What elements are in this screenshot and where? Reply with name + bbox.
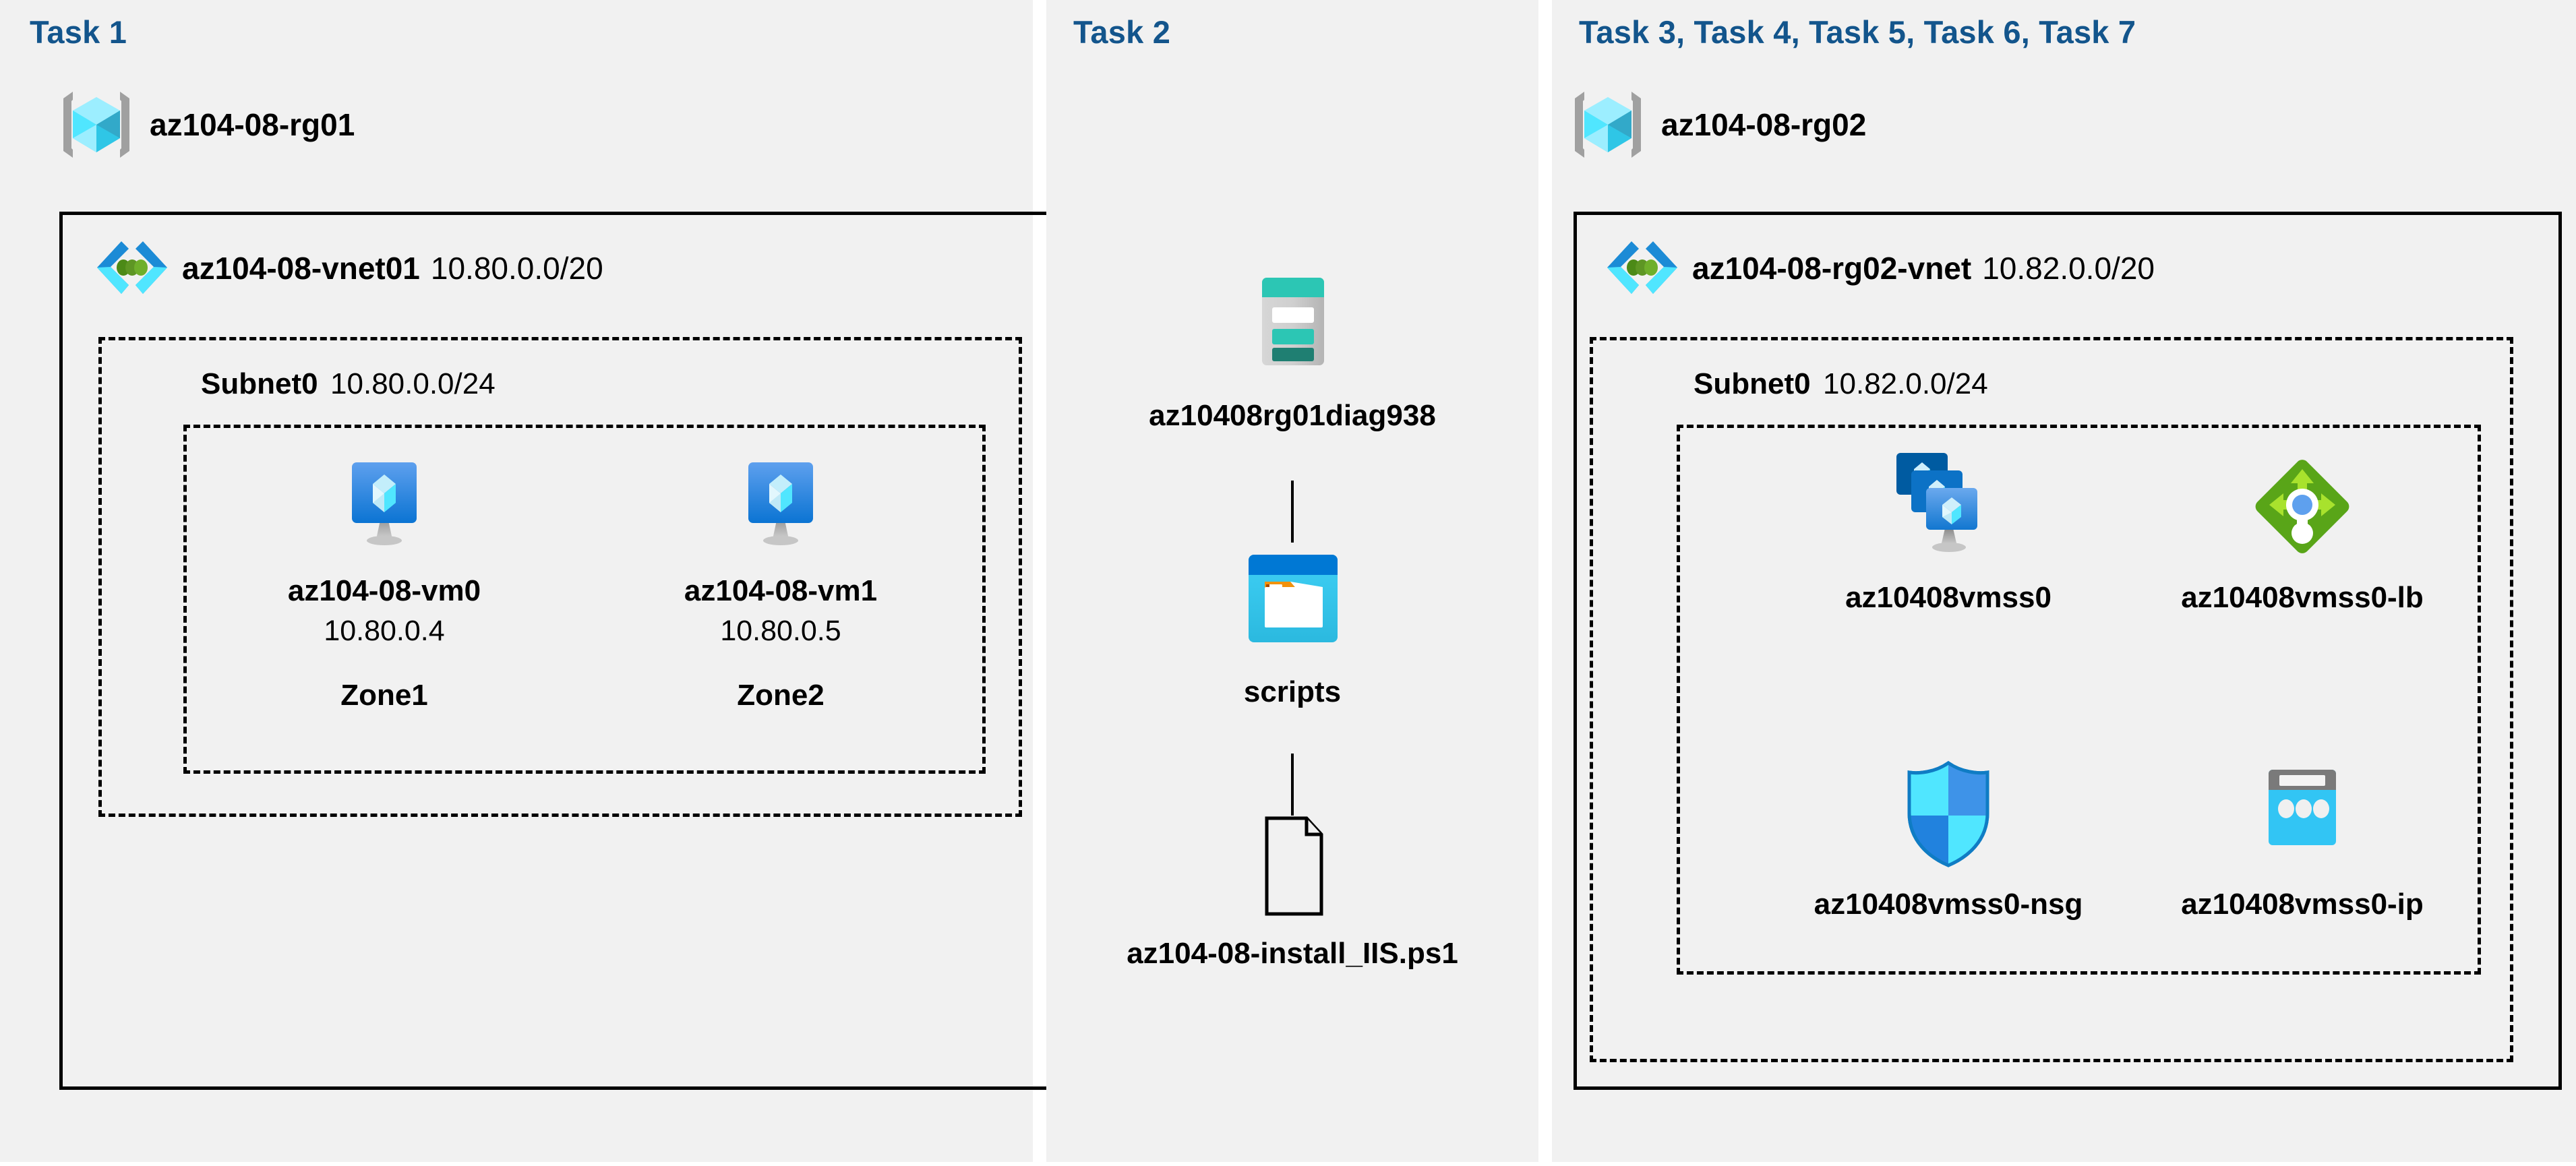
node-label: az10408vmss0-nsg [1814, 888, 2083, 921]
node-label: az10408vmss0-lb [2181, 581, 2424, 614]
vnet-cidr: 10.80.0.0/20 [430, 251, 603, 286]
load-balancer-icon [2238, 445, 2366, 566]
task-label-1: Task 1 [30, 14, 127, 50]
virtual-network-icon [94, 236, 170, 301]
storage-account-icon [1232, 263, 1353, 384]
subnet-header-subnet0-rg02-vnet: Subnet0 10.82.0.0/24 [1694, 367, 1988, 401]
resource-group-box [1677, 425, 2481, 975]
subnet-box-subnet0-rg02-vnet [1590, 337, 2513, 1062]
subnet-cidr: 10.80.0.0/24 [330, 367, 496, 400]
subnet-cidr: 10.82.0.0/24 [1823, 367, 1988, 400]
node-label: az104-08-vm0 [287, 574, 481, 607]
resource-group-name: az104-08-rg02 [1661, 107, 1867, 142]
resource-group-icon [53, 88, 140, 162]
node-az10408vmss0-ip[interactable]: az10408vmss0-ip [2144, 755, 2461, 921]
vm-scale-set-icon [1884, 445, 2012, 566]
node-label: scripts [1243, 675, 1342, 708]
resource-group-header-rg02: az104-08-rg02 [1564, 88, 1866, 162]
subnet-name: Subnet0 [201, 367, 318, 400]
virtual-machine-icon [330, 452, 438, 559]
subnet-name: Subnet0 [1694, 367, 1811, 400]
blob-container-icon [1234, 543, 1352, 661]
panel-task3-7 [1552, 0, 2576, 1162]
connector-storage-to-scripts [1291, 481, 1294, 543]
virtual-network-icon [1605, 236, 1680, 301]
subnet-header-subnet0-vnet01: Subnet0 10.80.0.0/24 [201, 367, 496, 401]
node-az10408vmss0[interactable]: az10408vmss0 [1790, 445, 2107, 615]
network-security-group-icon [1888, 755, 2009, 873]
connector-scripts-to-file [1291, 754, 1294, 816]
resource-group-name: az104-08-rg01 [150, 107, 355, 142]
vm-group-box [183, 425, 986, 774]
task-label-2: Task 2 [1073, 14, 1171, 50]
node-az104-08-vm1[interactable]: az104-08-vm1 10.80.0.5 Zone2 [684, 452, 878, 712]
subnet-box-subnet0-vnet01 [98, 337, 1022, 817]
vnet-header-vnet01: az104-08-vnet01 10.80.0.0/20 [94, 236, 603, 301]
panel-task1 [0, 0, 1033, 1162]
node-zone: Zone1 [340, 679, 428, 712]
node-ip: 10.80.0.4 [324, 615, 445, 647]
resource-group-header-rg01: az104-08-rg01 [53, 88, 355, 162]
node-zone: Zone2 [737, 679, 825, 712]
node-az10408vmss0-nsg[interactable]: az10408vmss0-nsg [1790, 755, 2107, 921]
vnet-name: az104-08-rg02-vnet [1692, 251, 1972, 286]
node-label: az104-08-install_IIS.ps1 [1127, 937, 1458, 970]
task-label-3-7: Task 3, Task 4, Task 5, Task 6, Task 7 [1579, 14, 2136, 50]
node-az10408vmss0-lb[interactable]: az10408vmss0-lb [2144, 445, 2461, 615]
node-label: az104-08-vm1 [684, 574, 878, 607]
node-az104-08-vm0[interactable]: az104-08-vm0 10.80.0.4 Zone1 [287, 452, 481, 712]
node-label: az10408vmss0-ip [2181, 888, 2424, 921]
node-ip: 10.80.0.5 [720, 615, 841, 647]
resource-group-icon [1564, 88, 1652, 162]
node-az10408rg01diag938[interactable]: az10408rg01diag938 [1120, 263, 1464, 433]
public-ip-address-icon [2242, 755, 2363, 873]
node-label: az10408rg01diag938 [1149, 399, 1436, 432]
virtual-machine-icon [727, 452, 835, 559]
node-az104-08-install-iis-ps1[interactable]: az104-08-install_IIS.ps1 [1114, 814, 1471, 971]
vnet-cidr: 10.82.0.0/20 [1982, 251, 2155, 286]
vnet-box-rg02-vnet [1574, 212, 2562, 1090]
vnet-header-rg02-vnet: az104-08-rg02-vnet 10.82.0.0/20 [1605, 236, 2155, 301]
vnet-name: az104-08-vnet01 [182, 251, 420, 286]
file-icon [1249, 814, 1336, 922]
node-label: az10408vmss0 [1845, 581, 2051, 614]
node-scripts[interactable]: scripts [1215, 543, 1370, 709]
